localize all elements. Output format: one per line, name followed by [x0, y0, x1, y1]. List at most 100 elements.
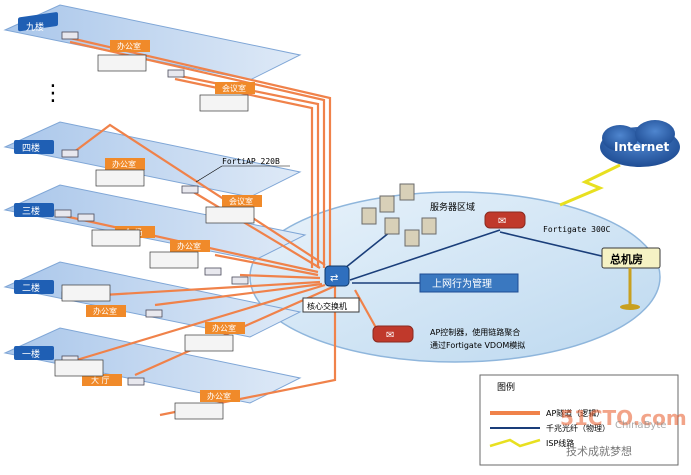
behavior-mgmt-label: 上网行为管理: [432, 277, 492, 290]
room-label: 办公室: [93, 306, 117, 316]
internet-label: Internet: [614, 140, 669, 154]
server-cluster: [361, 183, 437, 247]
ap-icon: [77, 213, 95, 222]
fortiap-label: FortiAP 220B: [222, 157, 280, 166]
fiber-servers: [339, 231, 391, 273]
workstation-clusters: [54, 54, 255, 420]
floor-tag-4: [14, 140, 54, 154]
workstation-cluster: [149, 251, 199, 269]
fiber-lines: [339, 229, 611, 284]
workstation-cluster: [97, 54, 147, 72]
workstation-cluster: [54, 359, 104, 377]
ap-controller-glyph: ✉: [386, 330, 394, 341]
server-icon: [421, 217, 437, 235]
tunnel-9b: [69, 40, 326, 268]
legend-swatch-isp: [489, 438, 541, 448]
room-tag-bg: [215, 82, 255, 94]
ap-icon: [231, 276, 249, 285]
behavior-mgmt-box: [419, 273, 519, 293]
workstation-cluster: [199, 94, 249, 112]
watermark-blog: ChinaByte: [615, 420, 666, 431]
server-icon: [399, 183, 415, 201]
main-room: 总机房: [601, 247, 661, 310]
server-icon: [361, 207, 377, 225]
room-tag-bg: [82, 374, 122, 386]
room-tag-bg: [205, 322, 245, 334]
room-label: 会议室: [229, 196, 253, 206]
room-tags: 办公室 会议室 办公室 会议室 会 场 办公室 办公室 办公室 大 厅 办公室: [82, 40, 262, 402]
workstation-cluster: [205, 206, 255, 224]
floor-plate-4: [3, 121, 302, 198]
ap-icon: [61, 31, 79, 40]
floor-label: 四楼: [22, 142, 40, 154]
ap-icon: [127, 377, 145, 386]
main-room-base: [620, 304, 640, 310]
floor-tag-3: [14, 203, 54, 217]
tunnel-9a: [69, 36, 332, 268]
tunnel-2b: [154, 282, 323, 307]
ap-icon: [181, 185, 199, 194]
room-label: 办公室: [207, 391, 231, 401]
fortigate-glyph: ✉: [498, 216, 506, 227]
server-zone-label: 服务器区域: [430, 201, 475, 213]
core-switch: ⇄: [324, 265, 350, 287]
fiber-mainroom: [499, 231, 611, 259]
floor-plates: [3, 4, 307, 404]
core-switch-label-box: [302, 297, 360, 313]
cloud-puff-left: [602, 125, 638, 151]
ap-icon: [145, 309, 163, 318]
room-tag-bg: [86, 305, 126, 317]
workstation-cluster: [184, 334, 234, 352]
fortigate-icon: [484, 211, 526, 229]
ap-icon: [61, 149, 79, 158]
fortigate-label: Fortigate 300C: [543, 225, 611, 234]
room-label: 大 厅: [91, 375, 110, 385]
tunnel-3c: [239, 273, 321, 280]
switch-glyph: ⇄: [330, 273, 338, 284]
ap-icon: [204, 267, 222, 276]
legend-item-label: AP隧道（逻辑）: [546, 408, 604, 418]
floor-ellipsis: ⋮: [42, 81, 64, 106]
core-switch-label: 核心交换机: [307, 301, 347, 311]
room-tag-bg: [105, 158, 145, 170]
internet-cloud: Internet: [600, 120, 680, 167]
room-tag-bg: [170, 240, 210, 252]
fortigate-device: ✉: [484, 211, 526, 229]
room-label: 会议室: [222, 83, 246, 93]
floor-tags: 九楼 四楼 三楼 二楼 一楼: [14, 12, 58, 360]
server-icon: [379, 195, 395, 213]
floor-plate-2: [3, 261, 302, 338]
room-tag-bg: [222, 195, 262, 207]
ap-controller: ✉: [372, 325, 414, 343]
isp-line: [559, 163, 621, 207]
legend-title: 图例: [497, 381, 515, 393]
workstation-cluster: [61, 284, 111, 302]
room-label: 办公室: [212, 323, 236, 333]
tunnel-1a: [69, 283, 326, 364]
floor-label: 三楼: [22, 205, 40, 217]
ap-icon: [167, 69, 185, 78]
ap-controller-line1: AP控制器，使用链路聚合: [430, 327, 520, 337]
legend-item-label: ISP线路: [546, 438, 574, 448]
floor-plate-1: [3, 327, 302, 404]
legend-box: [479, 374, 679, 466]
room-label: 办公室: [117, 41, 141, 51]
room-label: 办公室: [177, 241, 201, 251]
workstation-cluster: [174, 402, 224, 420]
cloud-puff-right: [635, 120, 675, 148]
core-switch-icon: [324, 265, 350, 287]
legend-item-label: 千兆光纤（物理）: [546, 423, 610, 433]
workstation-cluster: [95, 169, 145, 187]
tunnel-2a: [69, 280, 321, 299]
floor-tag-9: [18, 12, 58, 32]
floor-label: 九楼: [26, 21, 44, 33]
tunnel-3b: [214, 253, 319, 277]
floor-tag-1: [14, 346, 54, 360]
floor-tag-2: [14, 280, 54, 294]
ap-controller-icon: [372, 325, 414, 343]
floor-label: 二楼: [22, 282, 40, 294]
tunnel-4b: [189, 189, 321, 269]
fiber-fortigate: [349, 229, 501, 281]
